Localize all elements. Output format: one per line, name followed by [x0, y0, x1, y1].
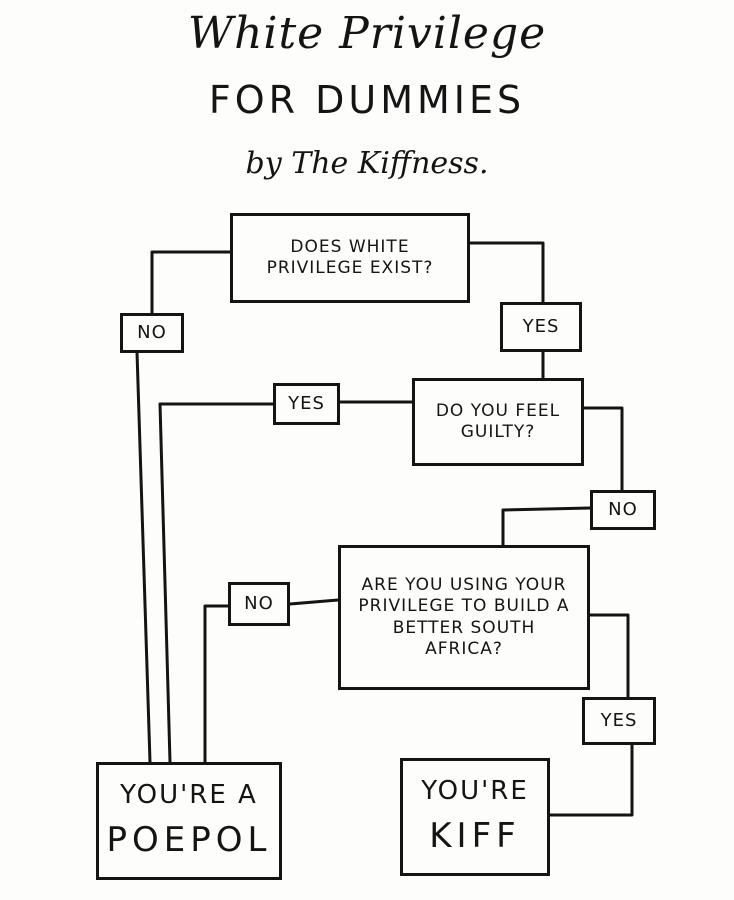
connector-q1-yes — [468, 241, 545, 304]
question-white-privilege-exists: DOES WHITE PRIVILEGE EXIST? — [230, 213, 470, 303]
question-feel-guilty: DO YOU FEEL GUILTY? — [412, 378, 584, 466]
subtitle: FOR DUMMIES — [208, 78, 526, 122]
connector-no-to-q3 — [501, 506, 592, 547]
connector-no-to-poepol-2 — [203, 604, 230, 764]
connector-q3-yes — [588, 613, 630, 699]
result-kiff: YOU'RE KIFF — [400, 758, 550, 876]
connector-no-to-poepol — [135, 350, 152, 764]
result-kiff-line2: KIFF — [429, 816, 521, 856]
edge-label-q3-yes: YES — [582, 697, 656, 745]
question-using-privilege: ARE YOU USING YOUR PRIVILEGE TO BUILD A … — [338, 545, 590, 690]
connector-q3-no — [288, 598, 340, 606]
edge-label-q2-yes: YES — [273, 383, 340, 425]
connector-q1-no — [150, 250, 232, 317]
edge-label-q2-no: NO — [590, 490, 656, 530]
edge-label-q3-no: NO — [228, 582, 290, 626]
byline: by The Kiffness. — [245, 146, 489, 181]
edge-label-q1-yes: YES — [500, 302, 582, 352]
result-poepol-line2: POEPOL — [106, 820, 272, 860]
connector-yes-to-kiff — [548, 743, 634, 817]
result-poepol: YOU'RE A POEPOL — [96, 762, 282, 880]
connector-q2-no — [581, 406, 624, 492]
title: White Privilege — [187, 8, 547, 59]
edge-label-q1-no: NO — [120, 313, 184, 353]
result-kiff-line1: YOU'RE — [421, 776, 529, 806]
connector-yes-to-poepol — [158, 402, 275, 764]
result-poepol-line1: YOU'RE A — [120, 780, 258, 810]
